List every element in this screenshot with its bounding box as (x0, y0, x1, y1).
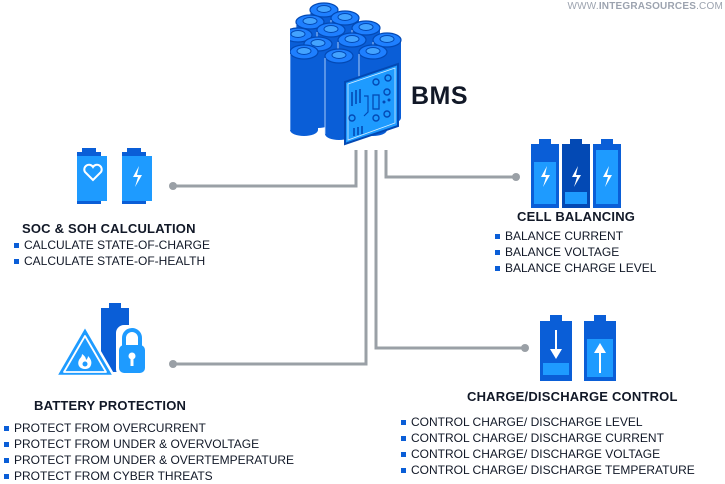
charge-control-icon-group (540, 315, 616, 381)
battery-bolt-icon (593, 139, 621, 208)
list-item: PROTECT FROM OVERCURRENT (3, 420, 294, 436)
connector-protection (174, 150, 368, 366)
list-item: CALCULATE STATE-OF-CHARGE (13, 237, 210, 253)
battery-bolt-icon (562, 139, 590, 208)
padlock-icon (116, 325, 148, 377)
list-item: PROTECT FROM CYBER THREATS (3, 468, 294, 484)
soc-soh-list: CALCULATE STATE-OF-CHARGE CALCULATE STAT… (13, 237, 210, 269)
connector-soc-soh (174, 150, 358, 188)
list-item: CONTROL CHARGE/ DISCHARGE VOLTAGE (400, 446, 695, 462)
list-item: CONTROL CHARGE/ DISCHARGE LEVEL (400, 414, 695, 430)
list-item: PROTECT FROM UNDER & OVERTEMPERATURE (3, 452, 294, 468)
soc-soh-icon-group (77, 148, 152, 204)
list-item: BALANCE CURRENT (494, 228, 656, 244)
bms-label: BMS (411, 82, 469, 110)
battery-protection-icon-group (56, 303, 148, 378)
battery-charge-icon (584, 315, 616, 381)
charge-control-title: CHARGE/DISCHARGE CONTROL (467, 389, 678, 404)
battery-bolt-icon (122, 148, 152, 204)
list-item: BALANCE VOLTAGE (494, 244, 656, 260)
pcb-board-icon (344, 62, 399, 146)
list-item: CALCULATE STATE-OF-HEALTH (13, 253, 210, 269)
soc-soh-title: SOC & SOH CALCULATION (22, 221, 196, 236)
charge-control-list: CONTROL CHARGE/ DISCHARGE LEVEL CONTROL … (400, 414, 695, 478)
list-item: PROTECT FROM UNDER & OVERVOLTAGE (3, 436, 294, 452)
list-item: CONTROL CHARGE/ DISCHARGE TEMPERATURE (400, 462, 695, 478)
watermark-prefix: WWW. (567, 1, 599, 12)
connector-dot-protection (169, 360, 177, 368)
list-item: CONTROL CHARGE/ DISCHARGE CURRENT (400, 430, 695, 446)
connector-cell-balancing (384, 150, 516, 179)
battery-protection-list: PROTECT FROM OVERCURRENT PROTECT FROM UN… (3, 420, 294, 484)
website-watermark: WWW.INTEGRASOURCES.COM (567, 1, 723, 12)
fire-warning-icon (56, 324, 116, 378)
battery-pack-icon (290, 2, 402, 146)
battery-bolt-icon (531, 139, 559, 208)
connector-charge-control (374, 150, 524, 350)
watermark-suffix: .COM (696, 1, 723, 12)
watermark-brand: INTEGRASOURCES (598, 1, 697, 12)
cell-balancing-title: CELL BALANCING (517, 209, 636, 224)
battery-heart-icon (77, 148, 107, 204)
cell-balancing-list: BALANCE CURRENT BALANCE VOLTAGE BALANCE … (494, 228, 656, 276)
battery-discharge-icon (540, 315, 572, 381)
battery-protection-title: BATTERY PROTECTION (34, 398, 187, 413)
connector-dot-charge-control (521, 344, 529, 352)
list-item: BALANCE CHARGE LEVEL (494, 260, 656, 276)
connector-dot-soc-soh (169, 182, 177, 190)
connector-dot-cell-balancing (512, 173, 520, 181)
cell-balancing-icon-group (531, 139, 621, 208)
